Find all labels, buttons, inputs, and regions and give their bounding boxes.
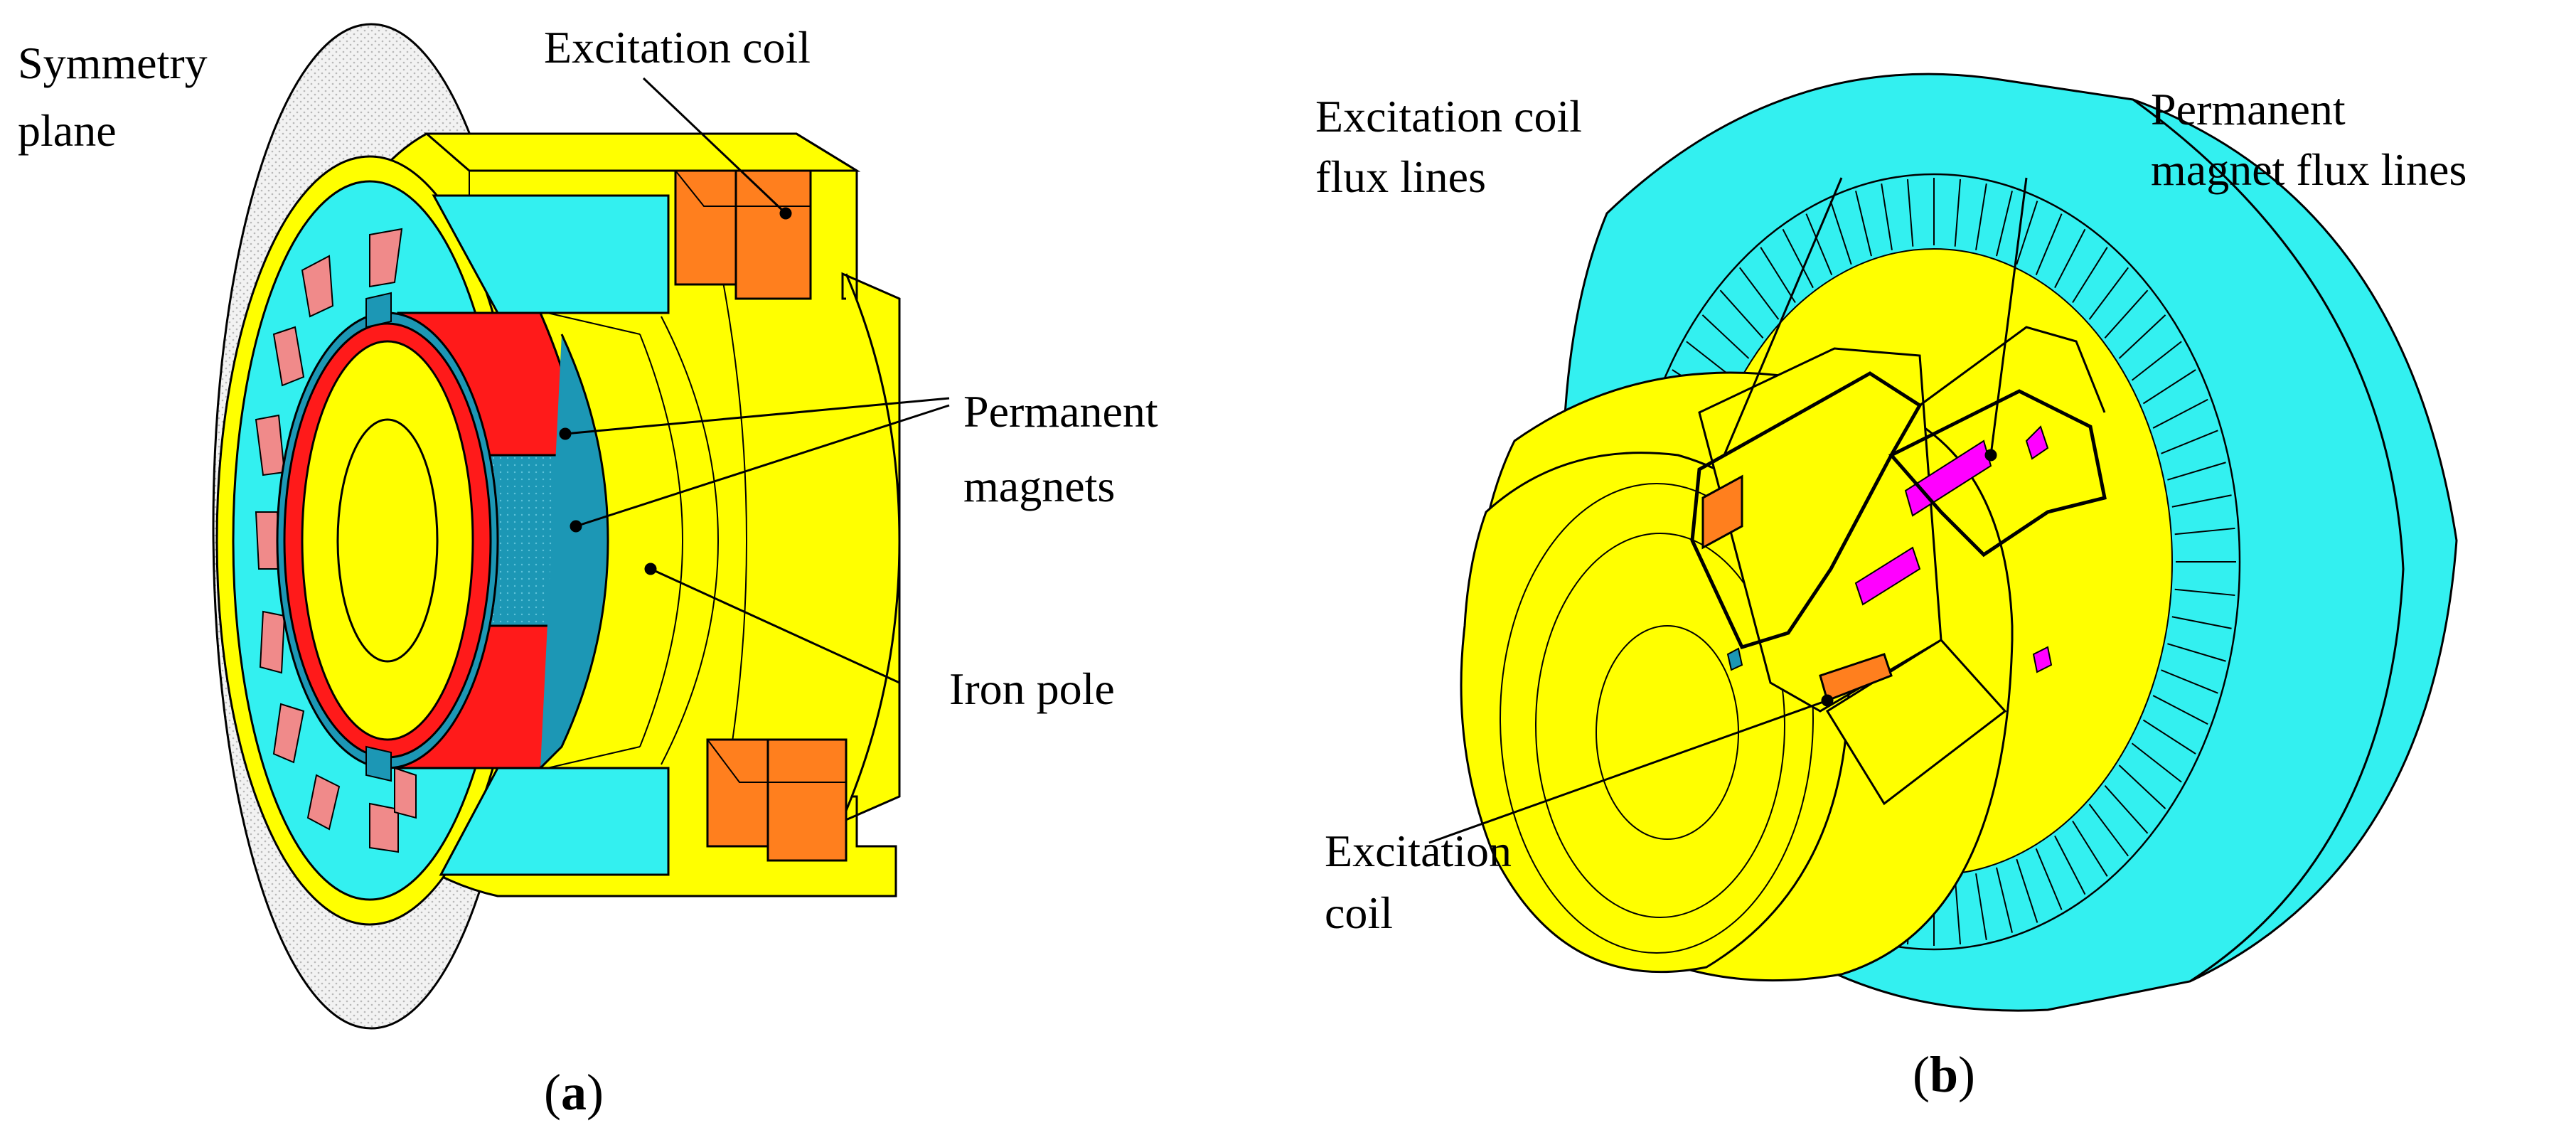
- stator-tooth: [2152, 398, 2208, 429]
- pm-flux-line: [1888, 389, 2107, 558]
- stator-tooth: [2142, 719, 2196, 755]
- stator-tooth: [2054, 835, 2086, 895]
- stator-tooth: [1760, 247, 1796, 304]
- excitation-coil-bottom: [706, 738, 769, 848]
- stator-tooth: [2174, 588, 2235, 597]
- stator-body: [432, 194, 670, 314]
- stator-tooth: [2016, 858, 2038, 923]
- stator-tooth: [1996, 191, 2013, 257]
- stator-tooth: [2152, 695, 2208, 725]
- stator-tooth: [1996, 867, 2013, 933]
- excitation-coil-top: [674, 169, 737, 286]
- excitation-coil-block-top: [1701, 474, 1743, 550]
- stator-tooth: [1701, 314, 1750, 359]
- stator-tooth: [2167, 643, 2226, 662]
- stator-tooth: [1855, 191, 1872, 257]
- label-pm-flux-lines-2: magnet flux lines: [2151, 144, 2467, 195]
- panel-b-flux-model: Excitation coil flux lines Permanent mag…: [1315, 73, 2467, 1103]
- label-iron-pole: Iron pole: [949, 664, 1115, 714]
- stator-tooth: [1805, 213, 1833, 276]
- label-excitation-coil-b: Excitation: [1325, 826, 1512, 876]
- stator-tooth: [2088, 804, 2129, 857]
- stator-tooth: [2131, 341, 2182, 381]
- stator-tooth: [2142, 369, 2196, 405]
- stator-tooth: [2104, 784, 2149, 834]
- stator-tooth: [1881, 183, 1893, 250]
- stator-tooth: [2171, 494, 2232, 508]
- stator-tooth: [2088, 267, 2129, 320]
- stator-tooth: [1954, 877, 1962, 945]
- stator-slots: [255, 228, 417, 853]
- housing-top-flange: [423, 132, 861, 172]
- stator-tooth: [1906, 178, 1914, 247]
- stator-tooth: [2072, 247, 2108, 304]
- stator-tooth: [1739, 267, 1780, 320]
- label-symmetry-plane-2: plane: [18, 105, 117, 156]
- coil-flux-line: [1690, 371, 1923, 650]
- stator-tooth: [1782, 228, 1814, 289]
- label-excitation-coil: Excitation coil: [544, 22, 811, 73]
- stator-tooth: [2161, 669, 2218, 694]
- excitation-coil-block-bottom: [1819, 653, 1893, 702]
- stator-tooth: [2167, 462, 2226, 481]
- stator-tooth: [2054, 228, 2086, 289]
- stator-tooth: [2171, 616, 2232, 629]
- stator-tooth: [2174, 527, 2235, 535]
- stator-tooth: [2131, 742, 2182, 783]
- stator-tooth: [1975, 873, 1987, 940]
- stator-tooth: [2072, 820, 2108, 877]
- stator-tooth: [1719, 289, 1764, 339]
- label-symmetry-plane: Symmetry: [18, 38, 208, 88]
- caption-a: (a): [544, 1064, 604, 1121]
- stator-tooth: [2104, 289, 2149, 339]
- stator-tooth: [1954, 178, 1962, 247]
- stator-tooth: [1829, 201, 1852, 265]
- stator-tooth: [2118, 314, 2166, 359]
- stator-tooth: [2035, 848, 2063, 910]
- stator-tooth: [2161, 430, 2218, 454]
- stator-tooth: [1975, 183, 1987, 250]
- stator-tooth: [2016, 201, 2038, 265]
- label-coil-flux-lines-2: flux lines: [1315, 151, 1486, 202]
- label-permanent-magnets: Permanent: [963, 386, 1158, 437]
- stator-tooth: [2118, 764, 2166, 809]
- panel-a-machine-cutaway: Symmetry plane Excitation coil Permanent…: [18, 22, 1158, 1121]
- label-coil-flux-lines: Excitation coil: [1315, 91, 1582, 142]
- label-permanent-magnets-2: magnets: [963, 461, 1115, 511]
- shaft-bore: [336, 418, 439, 663]
- caption-b: (b): [1913, 1046, 1975, 1103]
- stator-tooth: [2035, 213, 2063, 276]
- label-excitation-coil-b-2: coil: [1325, 888, 1393, 938]
- label-pm-flux-lines: Permanent: [2151, 84, 2346, 134]
